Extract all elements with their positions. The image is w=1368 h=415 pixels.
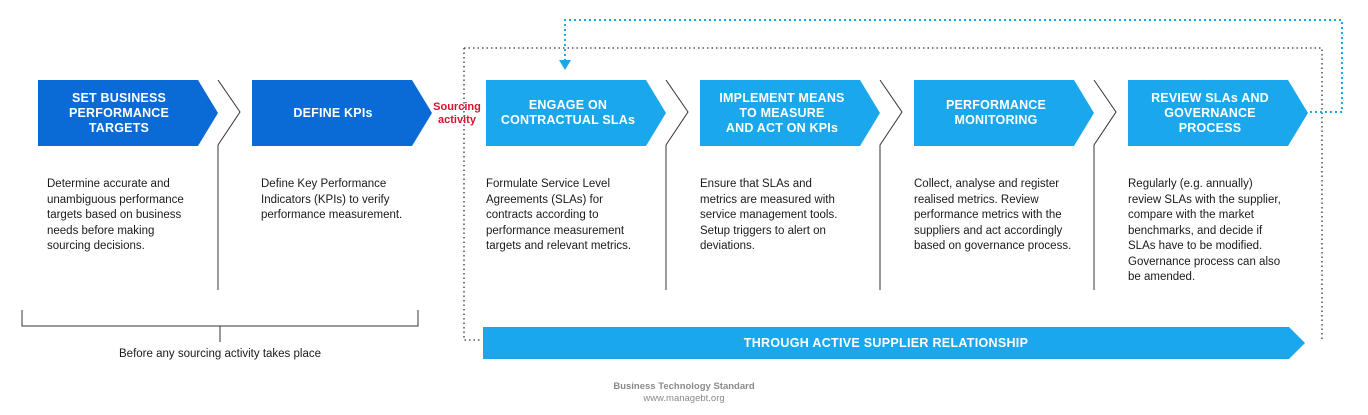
stage-2-shape <box>252 80 432 146</box>
separator-5 <box>1093 79 1117 290</box>
stage-4-shape <box>700 80 880 146</box>
separator-3 <box>665 79 689 290</box>
stage-6-description: Regularly (e.g. annually) review SLAs wi… <box>1128 178 1281 283</box>
stage-6-title: REVIEW SLAs AND GOVERNANCE PROCESS <box>1151 90 1269 135</box>
stage-3-description: Formulate Service Level Agreements (SLAs… <box>486 178 632 252</box>
stage-3-shape <box>486 80 666 146</box>
stage-1-description: Determine accurate and unambiguous perfo… <box>47 178 184 252</box>
supplier-relationship-label: THROUGH ACTIVE SUPPLIER RELATIONSHIP <box>743 336 1029 350</box>
stage-1-shape <box>38 80 218 146</box>
stage-5-title: PERFORMANCE MONITORING <box>945 98 1047 127</box>
pre-sourcing-bracket <box>21 310 419 342</box>
stage-4-description: Ensure that SLAs and metrics are measure… <box>700 178 838 252</box>
footer-url: www.managebt.org <box>643 393 725 404</box>
stage-2-title: DEFINE KPIs <box>293 105 373 120</box>
feedback-loop-arrowhead <box>559 60 571 70</box>
stage-4-title: IMPLEMENT MEANS TO MEASURE AND ACT ON KP… <box>719 90 845 135</box>
stage-6-shape <box>1128 80 1308 146</box>
separator-1 <box>217 79 241 290</box>
stage-1-title: SET BUSINESS PERFORMANCE TARGETS <box>68 90 170 135</box>
footer-title: Business Technology Standard <box>613 381 755 392</box>
sourcing-activity-label: Sourcing activity <box>433 101 481 126</box>
separator-4 <box>879 79 903 290</box>
stage-3-title: ENGAGE ON CONTRACTUAL SLAs <box>500 98 636 127</box>
stage-5-description: Collect, analyse and register realised m… <box>914 178 1072 252</box>
feedback-loop-line <box>564 19 1343 113</box>
pre-sourcing-label: Before any sourcing activity takes place <box>119 348 321 360</box>
stage-2-description: Define Key Performance Indicators (KPIs)… <box>261 178 403 221</box>
stage-separators <box>217 79 1117 290</box>
stage-5-shape <box>914 80 1094 146</box>
supplier-relationship-bar <box>483 327 1305 359</box>
